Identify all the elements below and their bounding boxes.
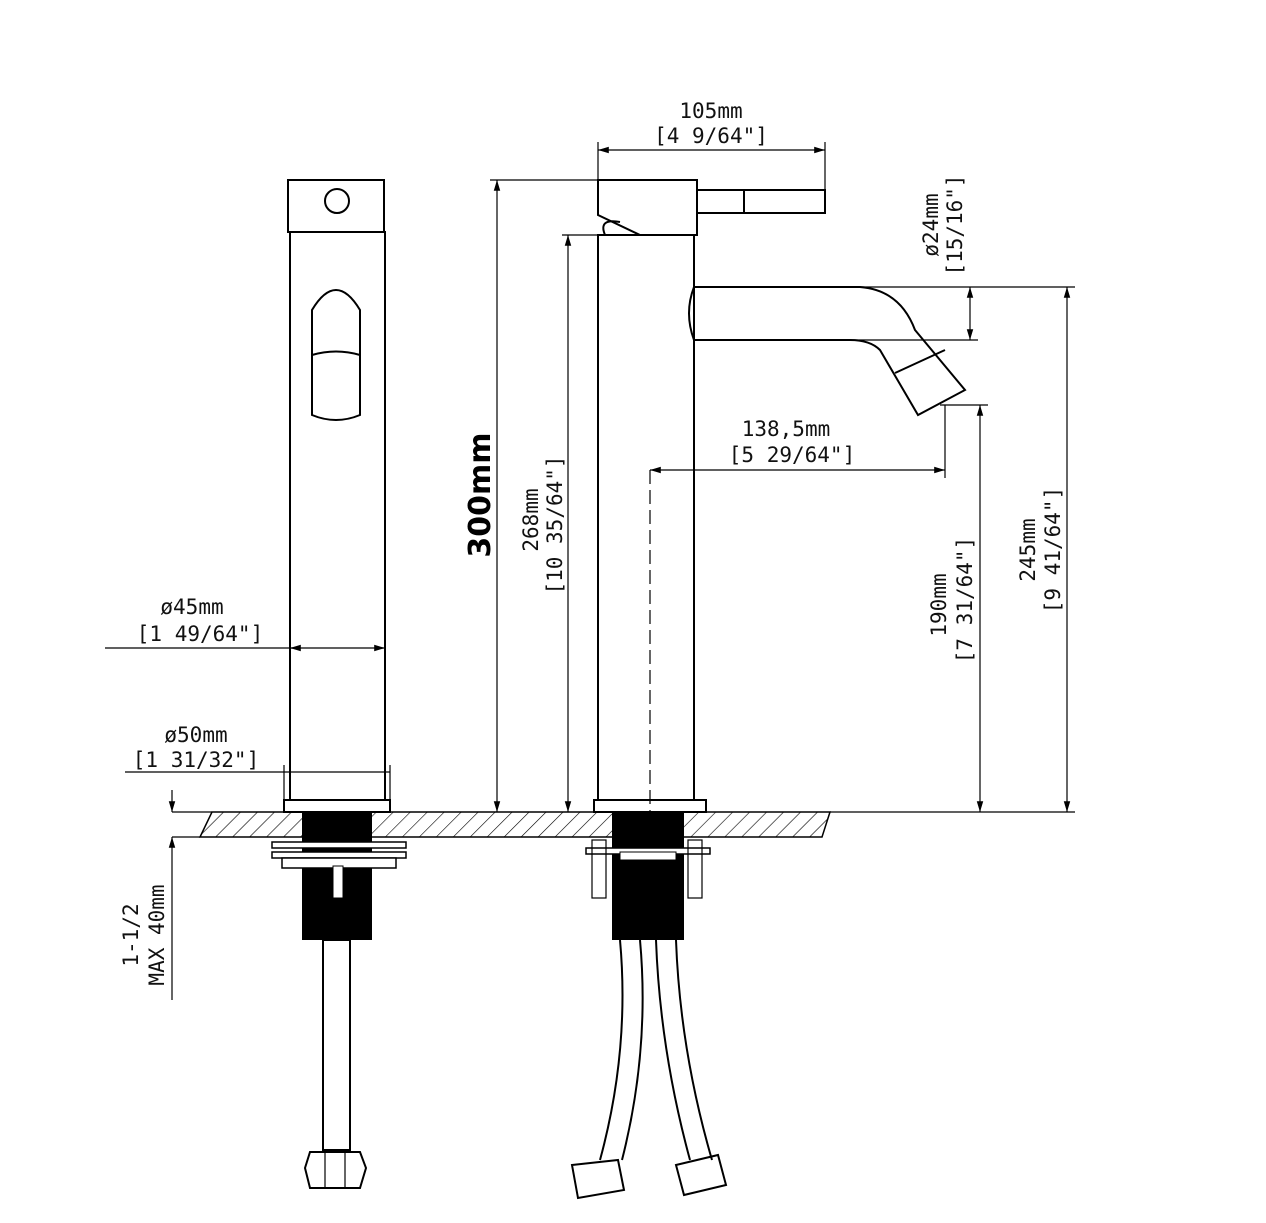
body-diameter-inch: [1 49/64"] [137,622,263,646]
side-base-plate [283,799,391,813]
side-view [271,179,407,1189]
dimension-labels: 105mm [4 9/64"] ø24mm [15/16"] 138,5mm [… [119,99,1065,986]
front-hose-nut-right [674,1153,728,1197]
countertop-thickness-line2: MAX 40mm [145,884,169,985]
side-hose [322,939,351,1151]
dimension-lines [105,142,1075,1000]
front-view [570,179,967,1200]
spout-reach-inch: [5 29/64"] [729,443,855,467]
side-handle-hole [324,188,350,214]
spout-reach-mm: 138,5mm [742,417,831,441]
body-diameter-mm: ø45mm [160,595,223,619]
top-width-mm: 105mm [679,99,742,123]
front-body [597,234,695,801]
side-lever-slot [311,289,361,421]
front-hose-nut-left [570,1158,626,1200]
front-hose-left [599,939,644,1161]
front-head [597,179,698,236]
side-head [287,179,385,233]
total-height-mm: 300mm [463,432,498,557]
base-diameter-inch: [1 31/32"] [133,748,259,772]
side-body [289,231,386,801]
outlet-height-mm: 190mm [927,573,951,636]
countertop [172,811,832,838]
front-handle [696,189,826,214]
top-width-inch: [4 9/64"] [654,124,768,148]
body-height-mm: 268mm [519,488,543,551]
handle-diameter-mm: ø24mm [919,193,943,256]
front-hose-right [655,939,713,1161]
body-height-inch: [10 35/64"] [543,455,567,594]
outlet-height-inch: [7 31/64"] [953,537,977,663]
front-spout [688,286,967,417]
front-shank [612,812,684,940]
base-diameter-mm: ø50mm [164,723,227,747]
spout-top-height-inch: [9 41/64"] [1041,487,1065,613]
side-hose-nut [303,1151,368,1189]
spout-top-height-mm: 245mm [1016,518,1040,581]
handle-diameter-inch: [15/16"] [943,174,967,275]
countertop-thickness-line1: 1-1/2 [119,903,143,966]
